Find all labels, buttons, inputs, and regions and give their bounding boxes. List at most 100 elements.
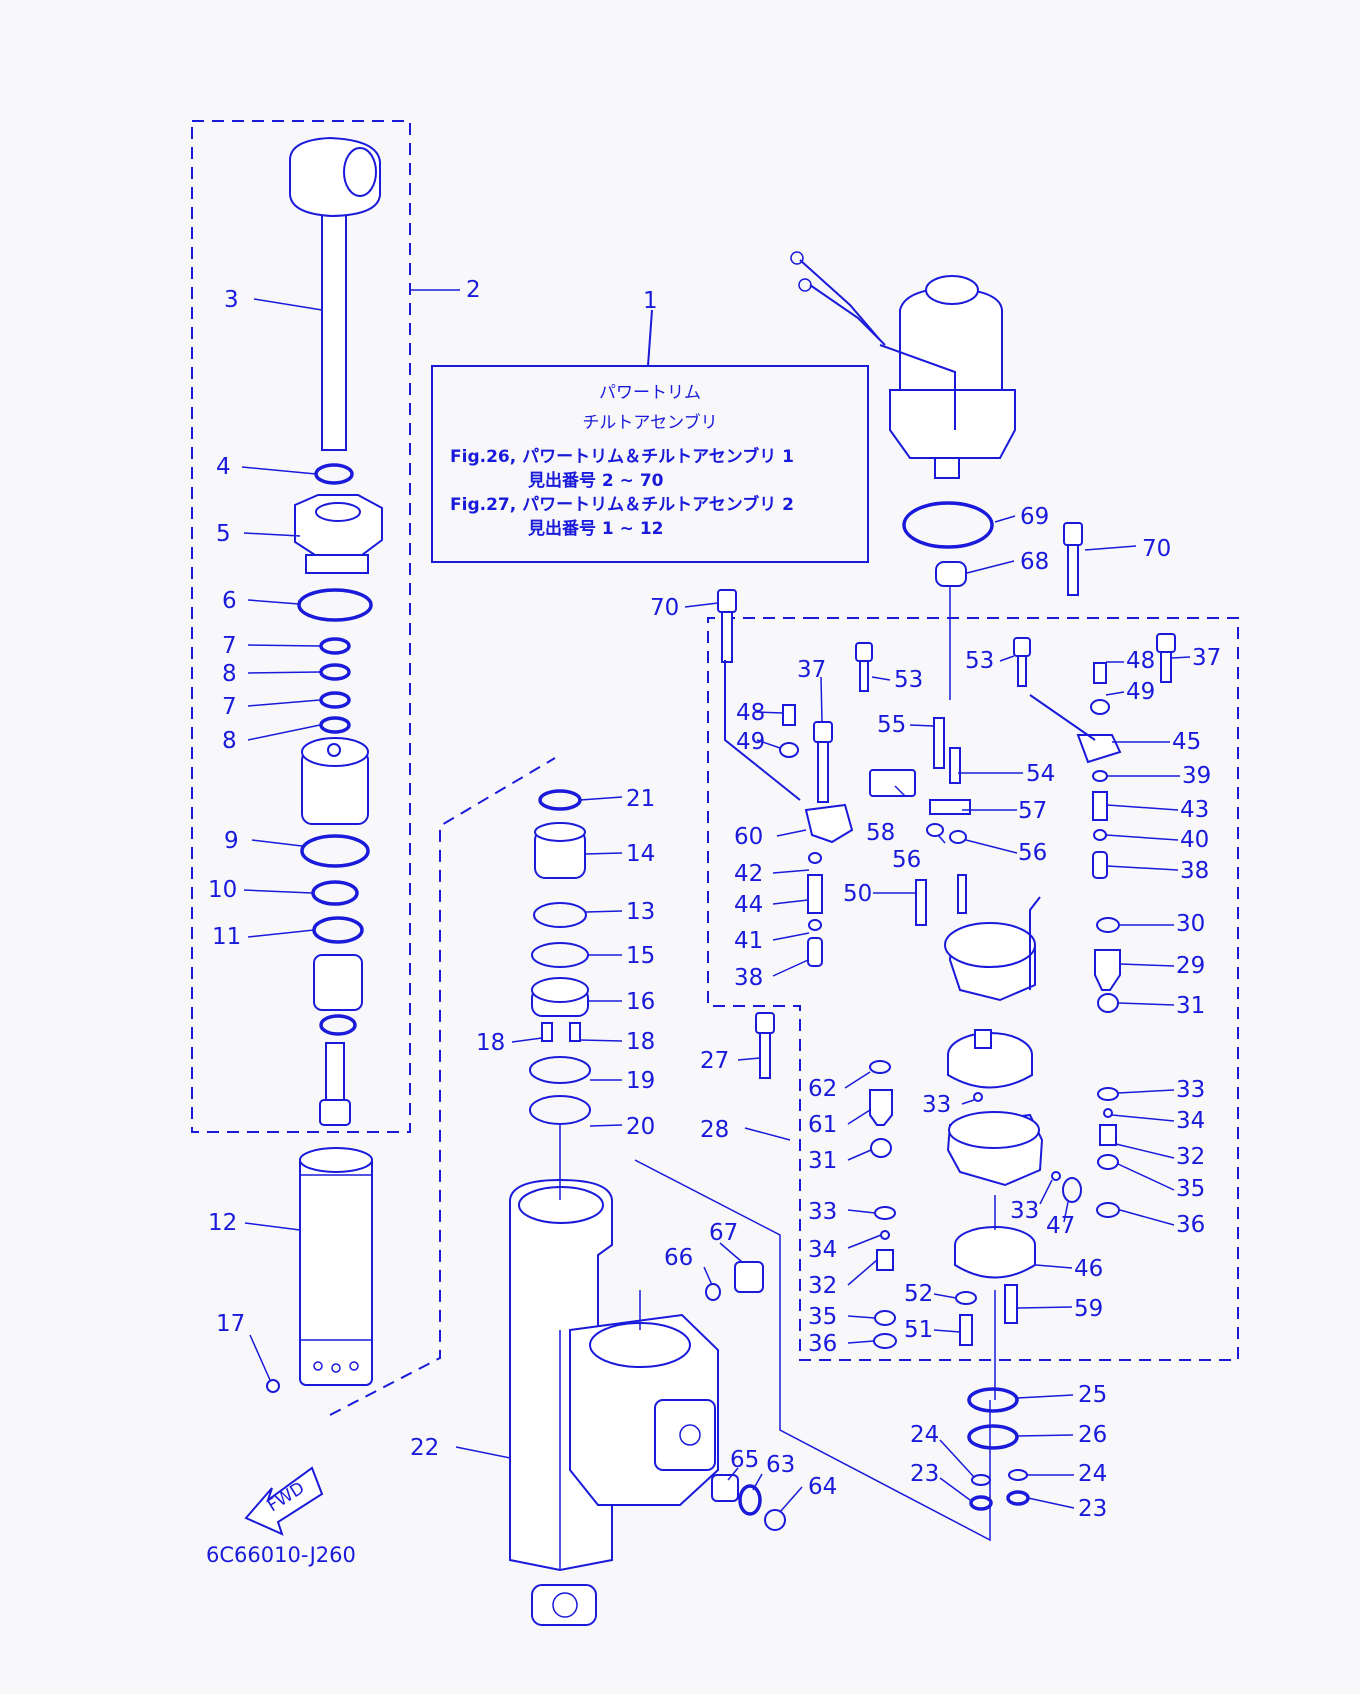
spring-32b — [876, 1249, 894, 1271]
callout-7a: 7 — [222, 633, 237, 659]
drawing-code: 6C66010-J260 — [206, 1543, 356, 1567]
group-box-valve-body — [707, 617, 1239, 1361]
bolt-70b — [1063, 522, 1083, 596]
callout-60: 60 — [734, 824, 763, 850]
caption-ref-2: Fig.27, パワートリム＆チルトアセンブリ 2 — [450, 494, 794, 515]
callout-10: 10 — [208, 877, 237, 903]
seal-26 — [967, 1424, 1019, 1450]
callout-32b: 32 — [808, 1273, 837, 1299]
callout-35a: 35 — [1176, 1176, 1205, 1202]
callout-58: 58 — [866, 820, 895, 846]
o-ring-9 — [300, 834, 370, 868]
callout-36b: 36 — [808, 1331, 837, 1357]
callout-48b: 48 — [1126, 648, 1155, 674]
callout-69: 69 — [1020, 504, 1049, 530]
caption-ref-1-sub: 見出番号 2 ~ 70 — [527, 470, 664, 491]
sensor-58 — [869, 769, 916, 797]
callout-26: 26 — [1078, 1422, 1107, 1448]
ball-33d — [1051, 1171, 1061, 1181]
plug-67 — [734, 1261, 764, 1293]
o-ring-30 — [1096, 917, 1120, 933]
callout-41: 41 — [734, 928, 763, 954]
callout-23b: 23 — [1078, 1496, 1107, 1522]
callout-20: 20 — [626, 1114, 655, 1140]
callout-6: 6 — [222, 588, 237, 614]
circlip-15 — [531, 942, 589, 968]
electric-motor — [790, 251, 1016, 479]
callout-7b: 7 — [222, 694, 237, 720]
piston-rod — [289, 136, 381, 451]
callout-52: 52 — [904, 1281, 933, 1307]
callout-25: 25 — [1078, 1382, 1107, 1408]
o-ring-24b — [1008, 1469, 1028, 1481]
bracket-45 — [1029, 694, 1122, 764]
circlip-64 — [764, 1509, 786, 1531]
callout-57: 57 — [1018, 798, 1047, 824]
callout-67: 67 — [709, 1220, 738, 1246]
bolt-53a — [855, 642, 873, 692]
callout-39: 39 — [1182, 763, 1211, 789]
bolt-51 — [959, 1314, 973, 1346]
bolt-59 — [1004, 1284, 1018, 1324]
callout-33d: 33 — [1010, 1198, 1039, 1224]
callout-36a: 36 — [1176, 1212, 1205, 1238]
callout-2: 2 — [466, 277, 481, 303]
washer-19 — [529, 1056, 591, 1084]
end-cap-46 — [954, 1226, 1036, 1279]
callout-43: 43 — [1180, 797, 1209, 823]
callout-9: 9 — [224, 828, 239, 854]
piston-38a — [1092, 851, 1108, 879]
plug-65 — [711, 1474, 739, 1502]
ball-34b — [880, 1230, 890, 1240]
nut-49b — [1090, 699, 1110, 715]
caption-ref-2-sub: 見出番号 1 ~ 12 — [527, 518, 664, 539]
tilt-cylinder-12 — [299, 1147, 373, 1386]
callout-11: 11 — [212, 924, 241, 950]
callout-44: 44 — [734, 892, 763, 918]
callout-17: 17 — [216, 1311, 245, 1337]
ring-40 — [1093, 829, 1107, 841]
caption-ref-1: Fig.26, パワートリム＆チルトアセンブリ 1 — [450, 446, 794, 467]
cap-35b — [874, 1310, 896, 1326]
ring-7a — [319, 637, 351, 655]
callout-31b: 31 — [808, 1148, 837, 1174]
ring-33a — [1097, 1087, 1119, 1101]
nut-49a — [779, 742, 799, 758]
o-ring-66 — [705, 1283, 721, 1301]
callout-62: 62 — [808, 1076, 837, 1102]
o-ring-8b — [319, 716, 351, 734]
cap-31b — [870, 1138, 892, 1158]
bolt-55 — [933, 717, 945, 769]
callout-55: 55 — [877, 712, 906, 738]
seal-23b — [1006, 1490, 1030, 1506]
ball-34a — [1103, 1108, 1113, 1118]
callout-64: 64 — [808, 1474, 837, 1500]
callout-49b: 49 — [1126, 679, 1155, 705]
o-ring-21 — [538, 789, 582, 811]
callout-70b: 70 — [1142, 536, 1171, 562]
callout-37b: 37 — [1192, 645, 1221, 671]
caption-title-2: チルトアセンブリ — [582, 412, 717, 433]
callout-24a: 24 — [910, 1422, 939, 1448]
bracket-60 — [724, 660, 854, 844]
o-ring-8a — [319, 663, 351, 681]
callout-numbers: 1 2 3 4 5 6 7 8 7 8 9 10 11 12 17 22 21 … — [208, 277, 1221, 1522]
lever-57 — [929, 799, 971, 815]
ring-39 — [1092, 770, 1108, 782]
callout-24b: 24 — [1078, 1461, 1107, 1487]
o-ring-10 — [311, 880, 359, 906]
fwd-arrow: FWD — [244, 1466, 324, 1536]
o-ring-36a — [1096, 1202, 1120, 1218]
callout-18a: 18 — [476, 1030, 505, 1056]
ring-52 — [955, 1291, 977, 1305]
pin-56 — [926, 823, 944, 837]
callout-51: 51 — [904, 1317, 933, 1343]
callout-42: 42 — [734, 861, 763, 887]
group-box-tilt-ram — [191, 120, 411, 1133]
callout-8b: 8 — [222, 728, 237, 754]
ring-42 — [808, 852, 822, 864]
washer-4 — [314, 463, 354, 485]
callout-50: 50 — [843, 881, 872, 907]
assembly-line-right — [634, 1159, 991, 1542]
callout-8a: 8 — [222, 661, 237, 687]
